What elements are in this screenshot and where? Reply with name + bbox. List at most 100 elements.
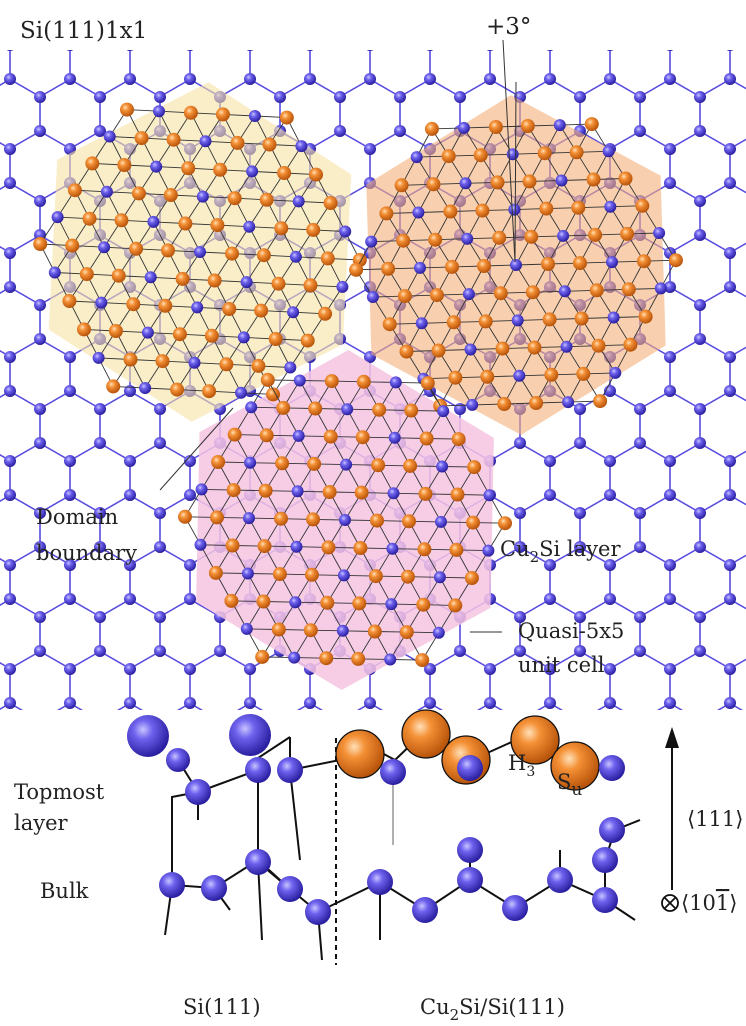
cu-atom: [356, 374, 371, 389]
cu-atom: [134, 131, 149, 146]
si-atom: [664, 73, 676, 85]
si-atom: [724, 455, 736, 467]
cu-atom: [271, 622, 286, 637]
si-atom: [154, 611, 166, 623]
si-atom: [94, 541, 106, 553]
si-atom: [482, 544, 495, 557]
si-atom: [64, 385, 76, 397]
cu-atom: [166, 132, 181, 147]
si-atom: [147, 215, 160, 228]
si-hexagon: [129, 546, 191, 618]
cu-atom: [467, 460, 482, 475]
cu2si-layer-label: Cu2Si layer: [500, 537, 621, 566]
cu-atom: [62, 294, 77, 308]
si-atom: [694, 507, 706, 519]
si-atom: [188, 356, 201, 369]
cu-atom: [85, 156, 100, 171]
si-hexagon: [0, 142, 11, 190]
si-atom: [558, 285, 571, 298]
si-atom: [34, 125, 46, 137]
si-atom: [304, 767, 316, 779]
si-hexagon: [669, 234, 731, 306]
cu-atom: [367, 624, 382, 639]
si-atom: [724, 559, 736, 571]
si-atom: [184, 593, 196, 605]
domain-boundary-label-2: boundary: [36, 541, 137, 565]
si-atom: [34, 403, 46, 415]
si-hexagon: [0, 246, 11, 294]
si-atom: [424, 663, 436, 675]
cu-atom: [445, 259, 459, 274]
si-atom: [337, 569, 350, 582]
quasi-5x5-label: Quasi-5x5: [518, 619, 624, 643]
si-atom: [336, 624, 349, 637]
cu-atom: [207, 273, 222, 288]
cu-atom: [257, 539, 272, 554]
si-atom: [694, 195, 706, 207]
si-atom: [694, 125, 706, 137]
cu-atom: [424, 121, 439, 136]
cu-atom: [529, 396, 544, 410]
si-atom: [724, 281, 736, 293]
cu-atom: [371, 458, 386, 473]
cu-atom: [635, 198, 650, 213]
si-atom: [246, 50, 254, 51]
si-atom: [514, 541, 526, 553]
cu-atom: [415, 653, 430, 668]
si-hexagon: [609, 650, 671, 710]
si-atom: [334, 21, 346, 33]
cu-atom: [230, 135, 245, 150]
si-atom: [4, 697, 16, 709]
si-atom: [4, 281, 16, 293]
si-atom: [634, 403, 646, 415]
si-hexagon: [729, 50, 746, 90]
si-atom: [98, 241, 111, 254]
si-atom: [606, 256, 618, 269]
cu-atom: [226, 483, 241, 498]
cu-atom: [123, 352, 138, 367]
si-atom: [367, 869, 393, 895]
si-atom: [150, 160, 163, 173]
si-atom: [609, 366, 622, 379]
si-atom: [34, 715, 46, 727]
cu-atom: [323, 196, 338, 210]
si-1x1-label: Si(111)1x1: [20, 18, 147, 44]
si-atom: [166, 748, 190, 772]
si-atom: [560, 340, 573, 353]
si-hexagon: [0, 390, 41, 462]
si-atom: [694, 611, 706, 623]
si-atom: [634, 507, 646, 519]
cu-atom: [131, 186, 146, 201]
si-atom: [437, 405, 450, 418]
si-hexagon: [639, 494, 701, 566]
si-atom: [124, 663, 136, 675]
cu-atom: [475, 203, 490, 218]
cu-atom: [309, 167, 323, 182]
si-atom: [607, 311, 620, 324]
si-atom: [244, 456, 257, 469]
si-hexagon: [39, 390, 101, 462]
si-hexagon: [699, 598, 746, 670]
cu-atom: [428, 232, 443, 247]
si-atom: [245, 757, 271, 783]
cu-atom: [114, 213, 129, 228]
cu-atom: [172, 327, 187, 342]
cu-atom: [589, 283, 604, 298]
si-atom: [34, 195, 46, 207]
rotation-label: +3°: [486, 14, 531, 40]
si-atom: [214, 21, 226, 33]
si-atom: [544, 73, 556, 85]
si-atom: [51, 211, 64, 224]
si-atom: [124, 385, 136, 397]
si-atom: [599, 755, 625, 781]
cu-atom: [419, 431, 434, 446]
si-atom: [574, 437, 586, 449]
cu-atom: [266, 387, 280, 402]
direction-111-label: ⟨111⟩: [687, 807, 743, 831]
cu-atom: [416, 597, 431, 612]
si-atom: [245, 401, 258, 414]
si-atom: [124, 697, 136, 709]
cu-atom: [368, 569, 383, 584]
side-view-panel: Topmost layer Bulk H3 Su ⟨111⟩ ⟨101⟩ Si(…: [14, 709, 743, 1024]
si-atom: [602, 145, 615, 158]
